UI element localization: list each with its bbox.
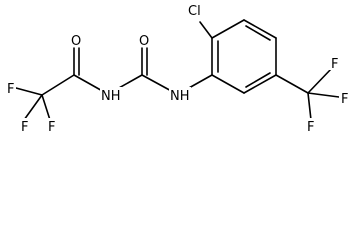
atom-label-nh2: NH — [170, 89, 190, 104]
atom-labels: F F F O O NH NH Cl — [5, 2, 350, 135]
atom-nh1: NH — [100, 87, 122, 104]
atom-f6: F — [305, 118, 316, 135]
atom-o1: O — [69, 32, 83, 49]
atom-label-nh1: NH — [101, 89, 121, 104]
atom-o2: O — [137, 32, 151, 49]
ring-bond-3-4 — [243, 19, 277, 39]
bond-c1-f2 — [23, 94, 43, 121]
bond-c-f6 — [307, 92, 312, 121]
bond-c1-c2 — [41, 74, 75, 96]
atom-f4: F — [329, 55, 340, 72]
bond-c-f4 — [307, 67, 333, 94]
ring-bond-6-1 — [211, 74, 245, 94]
ring-double-2 — [245, 25, 271, 41]
ring-bond-2-3 — [211, 19, 245, 39]
bond-ring-cf3 — [275, 74, 309, 94]
atom-nh2: NH — [169, 87, 191, 104]
atom-f3: F — [46, 118, 57, 135]
atom-label-f3: F — [48, 120, 55, 135]
atom-label-o1: O — [71, 34, 81, 49]
bond-c1-f1 — [15, 87, 43, 96]
bond-c-f5 — [307, 92, 340, 98]
atom-label-f2: F — [21, 120, 28, 135]
atom-f2: F — [19, 118, 30, 135]
chemical-structure: F F F O O NH NH Cl — [5, 2, 350, 135]
atom-label-f1: F — [7, 82, 14, 97]
atom-label-cl: Cl — [188, 4, 201, 19]
atom-f1: F — [5, 80, 16, 97]
bond-ring-cl — [199, 21, 213, 39]
ring-bond-5-6 — [243, 74, 277, 94]
atom-f5: F — [339, 90, 350, 107]
bonds — [15, 19, 340, 121]
atom-label-o2: O — [139, 34, 149, 49]
atom-cl: Cl — [187, 2, 206, 19]
bond-c1-f3 — [41, 94, 51, 121]
atom-label-f6: F — [307, 120, 314, 135]
ring-double-3 — [245, 72, 271, 88]
atom-label-f4: F — [331, 57, 338, 72]
atom-label-f5: F — [341, 92, 348, 107]
